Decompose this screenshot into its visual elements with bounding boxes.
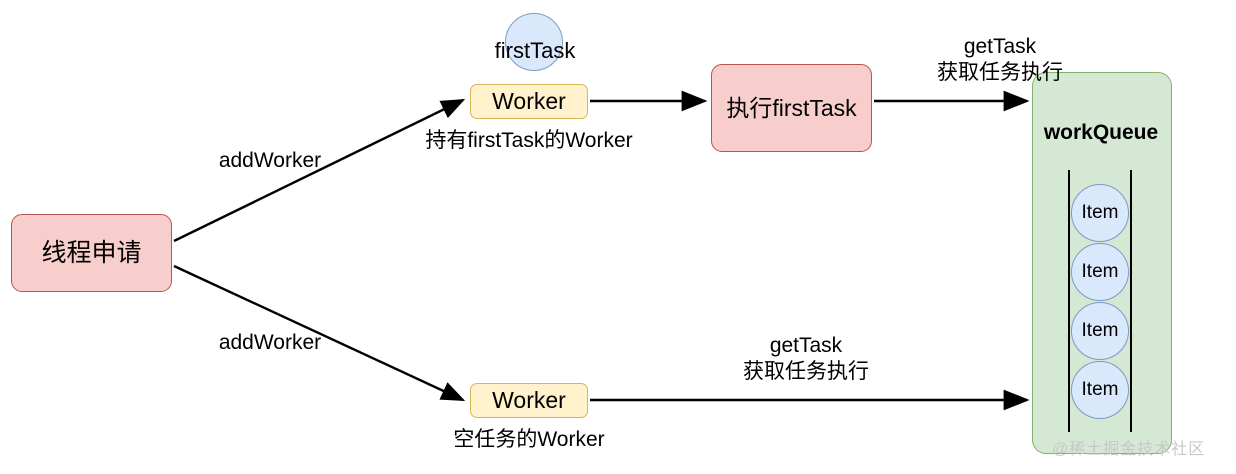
node-thread-request-label: 线程申请 [41,238,142,267]
node-worker-bottom[interactable]: Worker [470,383,588,418]
watermark: @稀土掘金技术社区 [1052,441,1206,458]
queue-item-1[interactable]: Item [1071,184,1129,242]
edge-label-add-worker-top: addWorker [218,149,322,172]
caption-worker-with-first-task: 持有firstTask的Worker [425,129,633,152]
node-first-task-label: firstTask [494,38,576,63]
queue-rail-right [1130,170,1132,432]
node-exec-first-task[interactable]: 执行firstTask [711,64,872,152]
node-worker-top[interactable]: Worker [470,84,588,119]
node-work-queue-label: workQueue [1043,121,1159,144]
caption-empty-task-worker: 空任务的Worker [453,428,605,451]
node-exec-first-task-label: 执行firstTask [726,94,857,121]
node-first-task-circle[interactable] [505,13,563,71]
queue-item-2-label: Item [1081,261,1119,283]
node-worker-bottom-label: Worker [492,387,566,414]
edge-label-get-task-bottom: getTask 获取任务执行 [743,334,869,383]
queue-rail-left [1068,170,1070,432]
edge-label-add-worker-bottom: addWorker [218,331,322,354]
queue-item-3-label: Item [1081,320,1119,342]
queue-item-2[interactable]: Item [1071,243,1129,301]
queue-item-4[interactable]: Item [1071,361,1129,419]
queue-item-1-label: Item [1081,202,1119,224]
edge-label-get-task-top: getTask 获取任务执行 [937,35,1063,84]
queue-item-3[interactable]: Item [1071,302,1129,360]
node-thread-request[interactable]: 线程申请 [11,214,172,292]
node-worker-top-label: Worker [492,88,566,115]
queue-item-4-label: Item [1081,379,1119,401]
